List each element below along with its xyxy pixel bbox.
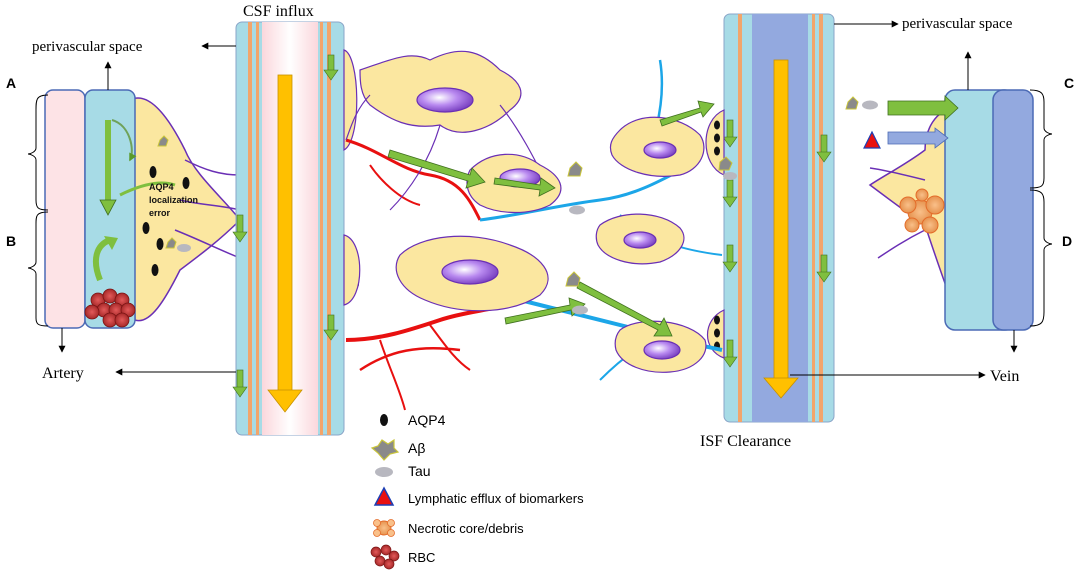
legend-item-tau: Tau (375, 463, 431, 479)
lymphatic-efflux-marker (863, 130, 881, 149)
necrotic-core-icon (373, 519, 395, 537)
legend: AQP4 Aβ Tau Lymphatic efflux of biomarke… (370, 412, 584, 570)
legend-item-rbc: RBC (370, 544, 435, 570)
csf-influx-label: CSF influx (243, 3, 314, 20)
vein-label: Vein (990, 368, 1019, 385)
legend-item-necrotic: Necrotic core/debris (373, 519, 524, 537)
legend-item-aqp4: AQP4 (380, 412, 446, 428)
legend-item-lymphatic: Lymphatic efflux of biomarkers (373, 486, 584, 506)
astrocyte-endfeet-left (129, 97, 241, 322)
legend-item-abeta: Aβ (370, 438, 425, 461)
legend-label-tau: Tau (408, 463, 431, 479)
lymphatic-efflux-icon (373, 486, 395, 506)
astrocyte-4 (595, 213, 685, 265)
panel-d-label: D (1062, 233, 1072, 249)
aqp4-icon (380, 414, 388, 426)
astrocyte-5 (395, 235, 549, 312)
isf-clearance-vessel (705, 13, 835, 423)
rbc-icon (370, 544, 400, 570)
aqp4-error-line3: error (149, 208, 171, 218)
artery-label: Artery (42, 365, 84, 382)
astrocyte-1 (345, 50, 546, 211)
rbc-cluster-artery (84, 288, 136, 328)
panel-b-label: B (6, 233, 16, 249)
isf-clearance-label: ISF Clearance (700, 433, 791, 450)
legend-label-aqp4: AQP4 (408, 412, 446, 428)
bracket-d (1029, 189, 1053, 327)
tau-icon (375, 467, 393, 477)
artery-panel: AQP4 localization error (27, 89, 241, 329)
legend-label-lymphatic: Lymphatic efflux of biomarkers (408, 491, 584, 506)
perivascular-space-left-label: perivascular space (32, 39, 143, 55)
bracket-c (1029, 89, 1053, 189)
legend-label-rbc: RBC (408, 550, 435, 565)
artery-lumen (44, 89, 86, 329)
aqp4-error-line2: localization (149, 195, 198, 205)
amyloid-beta-icon (370, 438, 400, 461)
legend-label-necrotic: Necrotic core/debris (408, 521, 524, 536)
parenchymal-flow-arrows (387, 100, 715, 337)
csf-influx-vessel (232, 21, 361, 436)
aqp4-error-line1: AQP4 (149, 182, 174, 192)
bracket-a (27, 94, 49, 211)
legend-label-abeta: Aβ (408, 440, 425, 456)
bracket-b (27, 211, 49, 327)
vein-panel (845, 89, 1053, 331)
panel-a-label: A (6, 75, 16, 91)
vein-lumen (992, 89, 1034, 331)
astrocyte-6 (614, 320, 707, 373)
annotation-arrows (58, 20, 1018, 379)
panel-c-label: C (1064, 75, 1074, 91)
perivascular-space-right-label: perivascular space (902, 16, 1013, 32)
astrocyte-3 (609, 116, 705, 177)
necrotic-core-vein (899, 188, 945, 234)
